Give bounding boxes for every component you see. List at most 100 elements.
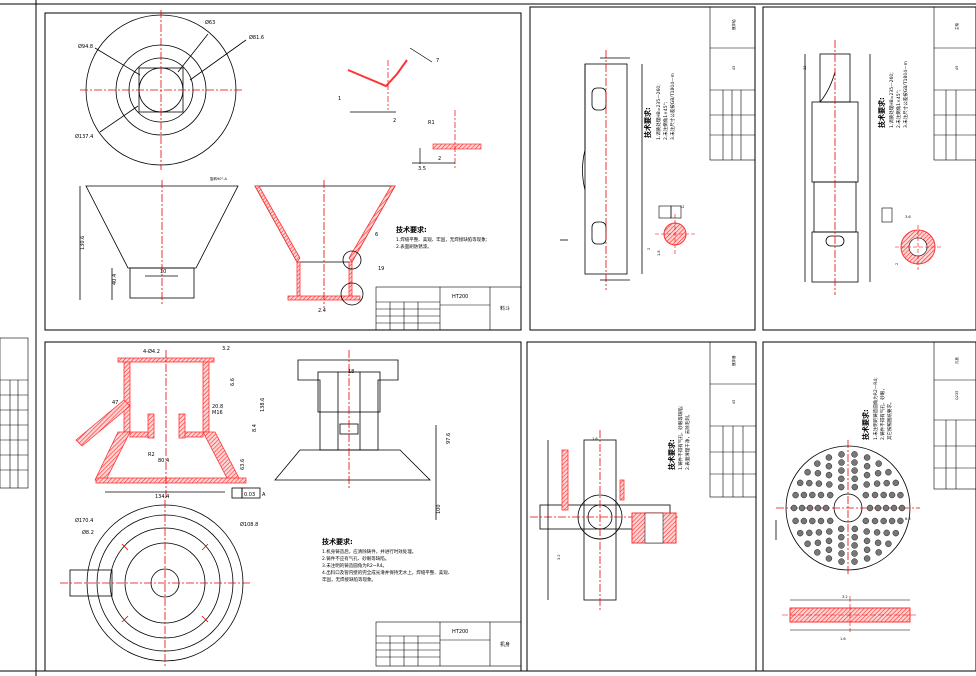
note-line: 4.出料口及管内壁的完全成光滑并保持无水上，焊缝平整、美观、 [322, 569, 452, 576]
dim-label: 1.6 [840, 637, 846, 641]
dim-label: 3.2 [222, 346, 230, 352]
plate-hole [838, 467, 845, 474]
agitator-drawing [530, 430, 680, 610]
plate-hole [863, 463, 871, 470]
hopper-front-view [79, 180, 239, 304]
note-line: 其它按照图纸要求。 [886, 400, 893, 441]
plate-hole [885, 540, 892, 547]
plate-hole [851, 558, 858, 565]
dim-label: R1 [428, 120, 435, 126]
dim-label: 63.6 [240, 459, 246, 470]
plate-hole [838, 525, 845, 533]
note-line: 2.铸件不得有气孔、砂眼， [879, 386, 886, 440]
plate-hole [851, 550, 858, 557]
plate-hole [880, 491, 887, 499]
plate-hole [806, 479, 813, 487]
dim-label: 2 [647, 248, 651, 250]
shaft1-title-block [709, 6, 756, 161]
note-line: 3.未注尺寸公差按GB/T1804—m [902, 61, 909, 128]
dim-label: 100 [436, 504, 442, 514]
plate-hole [825, 555, 833, 562]
plate-hole [897, 517, 904, 525]
title-name: 搅拌轴 [731, 19, 736, 30]
plate-section [782, 596, 918, 632]
plate-hole [809, 517, 816, 525]
dim-label: 19 [378, 266, 384, 272]
feeder-tech-notes: 技术要求: 1.机身铸造后，应清除铸件，并进行时效处理。 2.铸件不应有气孔、砂… [322, 537, 452, 583]
plate-hole [851, 467, 858, 474]
plate-hole [826, 528, 833, 535]
shaft1-section [655, 205, 695, 254]
plate-title-block [933, 341, 976, 490]
note-line: 2.表面清理干净，去除毛刺。 [684, 412, 691, 470]
dim-label: 2.4 [318, 308, 326, 314]
hopper-top-view [80, 10, 247, 170]
plate-hole [814, 539, 822, 546]
dim-label: 138.6 [260, 398, 266, 412]
dim-label: 20.8 [212, 404, 223, 410]
shaft2-dimensions: 3.6 2 12 [803, 66, 911, 265]
dim-label: A [262, 492, 266, 498]
dim-label: 1.6 [592, 437, 598, 441]
dim-label: Ø170.4 [75, 517, 93, 524]
plate-hole [866, 504, 874, 512]
hopper-section-view [254, 180, 396, 308]
sheet-feeder: 4-Ø4.2 3.2 20.8 M16 47 R2 80.4 134.4 Ø17… [44, 341, 522, 672]
shaft2-title-block [933, 6, 976, 161]
plate-hole [838, 483, 845, 491]
dim-label: Ø8.2 [82, 529, 94, 536]
agitator-section [631, 512, 677, 544]
notes-title: 技术要求: [877, 97, 886, 128]
plate-hole [851, 459, 858, 466]
plate-hole [798, 504, 806, 512]
plate-hole [888, 517, 896, 525]
plate-hole [873, 529, 881, 536]
left-title-strip [0, 337, 29, 489]
shaft2-drawing [804, 40, 871, 295]
plate-hole [871, 491, 879, 499]
note-line: 1.未注明的铸造圆角为R2—R4; [872, 377, 879, 440]
dim-label: 12 [803, 66, 807, 70]
feeder-dimensions: 4-Ø4.2 3.2 20.8 M16 47 R2 80.4 134.4 Ø17… [75, 346, 452, 536]
note-line: 牢固，无焊接缺陷等现象。 [322, 576, 376, 583]
plate-hole [873, 480, 881, 487]
plate-hole [897, 491, 904, 499]
notes-title: 技术要求: [396, 225, 427, 234]
title-name: 搅拌器 [731, 355, 736, 366]
view-label: 旋转90°-A [210, 176, 227, 181]
dim-label: 6.6 [230, 378, 236, 386]
plate-hole [814, 460, 821, 467]
plate-hole [883, 479, 890, 487]
title-material: 45 [732, 66, 736, 70]
feeder-section-view [75, 350, 261, 500]
plate-hole [863, 555, 871, 562]
plate-holes [790, 451, 906, 565]
dim-label: 1 [338, 96, 341, 102]
plate-hole [797, 529, 804, 537]
dim-label: 1.8 [657, 250, 661, 256]
dim-label: 3.6 [905, 215, 911, 219]
plate-hole [863, 537, 871, 545]
plate-hole [851, 451, 858, 458]
dim-label: 47 [112, 400, 118, 406]
plate-hole [890, 504, 898, 512]
plate-dimensions: 3.2 6.3 1.6 [840, 517, 911, 641]
note-line: 1.调质处理HB=235—260; [655, 84, 662, 140]
plate-hole [806, 504, 814, 512]
title-material: 45 [732, 400, 736, 404]
plate-hole [792, 491, 799, 499]
plate-hole [815, 529, 823, 536]
hopper-detail-views [347, 47, 482, 168]
dim-label: R2 [148, 452, 155, 458]
notes-title: 技术要求: [643, 107, 652, 138]
note-line: 3.未注明的铸造圆角为R2~R4。 [322, 562, 387, 569]
plate-hole [804, 469, 811, 476]
agitator-dimensions: 1.6 3.2 [557, 437, 598, 560]
hopper-title-block [375, 286, 522, 331]
agitator-title-block [709, 341, 757, 498]
title-name: 料斗 [500, 305, 510, 312]
dim-label: Ø94.8 [78, 43, 93, 50]
notes-title: 技术要求: [322, 537, 353, 546]
plate-hole [838, 558, 845, 565]
